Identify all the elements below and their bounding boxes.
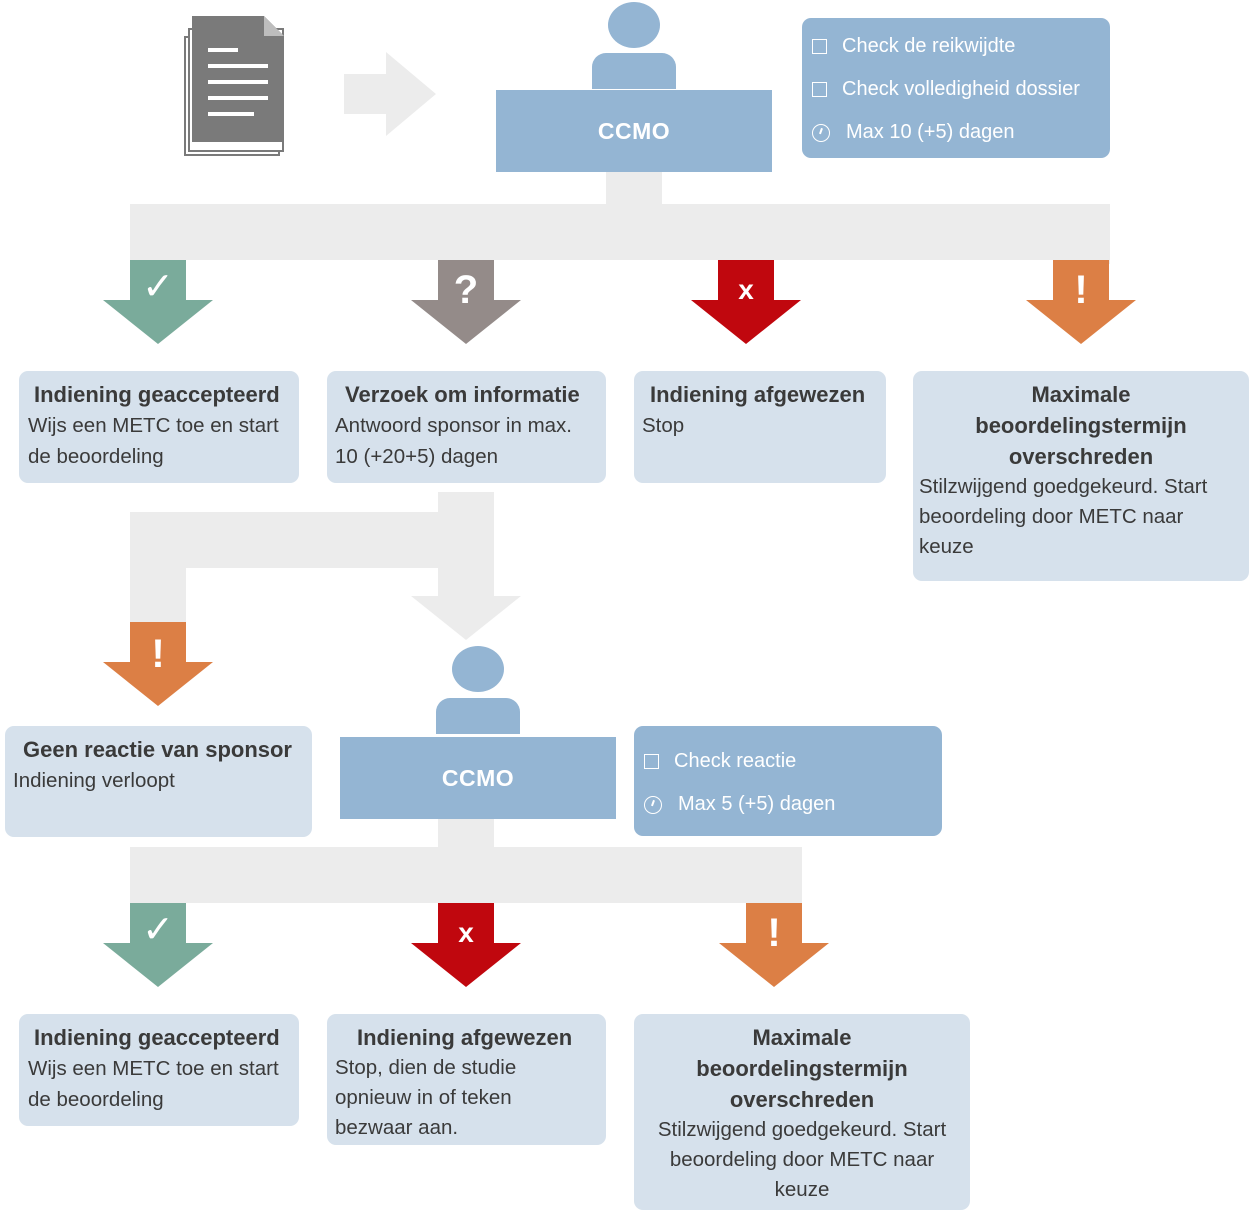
outcome-no-response-box: Geen reactie van sponsor Indiening verlo… (5, 726, 312, 837)
outcome-accepted-box: Indiening geaccepteerd Wijs een METC toe… (19, 371, 299, 483)
ccmo-label: CCMO (441, 764, 515, 791)
outcome-body: Indiening verloopt (13, 769, 175, 792)
person-body-icon (436, 698, 520, 734)
outcome-title: Indiening geaccepteerd (34, 1025, 280, 1050)
clock-icon (812, 123, 830, 142)
connector (606, 172, 662, 206)
check-item-label: Check reactie (674, 750, 797, 772)
check-item-label: Max 10 (+5) dagen (846, 121, 1015, 143)
check-item-label: Check volledigheid dossier (842, 78, 1080, 100)
cross-icon: x (458, 917, 474, 948)
check-item: Check volledigheid dossier (812, 78, 1080, 101)
clock-icon (644, 795, 662, 814)
down-arrow-icon (411, 596, 521, 640)
warning-arrow-icon (1026, 260, 1136, 344)
checkbox-icon (644, 754, 659, 769)
question-icon: ? (453, 268, 479, 312)
checkbox-icon (812, 39, 827, 54)
exclamation-icon: ! (151, 632, 165, 676)
check-item-label: Check de reikwijdte (842, 35, 1016, 57)
person-head-icon (608, 2, 660, 48)
outcome-body: Antwoord sponsor in max. 10 (+20+5) dage… (335, 414, 573, 468)
document-stack-icon (180, 12, 290, 160)
outcome-title: Maximale beoordelingstermijn overschrede… (696, 1025, 908, 1112)
rejected-arrow-icon (691, 260, 801, 344)
accepted-arrow-icon (103, 260, 213, 344)
exclamation-icon: ! (1074, 268, 1088, 312)
outcome-title: Verzoek om informatie (345, 382, 580, 407)
exclamation-icon: ! (767, 911, 781, 955)
question-arrow-icon (411, 260, 521, 344)
connector (130, 204, 1110, 260)
connector (130, 512, 186, 624)
outcome-body: Stilzwijgend goedgekeurd. Start beoordel… (919, 475, 1208, 558)
connector (130, 880, 186, 906)
person-body-icon (592, 53, 676, 89)
connector (438, 819, 494, 849)
check-item: Max 10 (+5) dagen (812, 121, 1014, 144)
check-item: Check de reikwijdte (812, 35, 1015, 58)
outcome-body: Stop (642, 414, 685, 437)
outcome-rejected-box: Indiening afgewezen Stop, dien de studie… (327, 1014, 606, 1145)
outcome-rejected-box: Indiening afgewezen Stop (634, 371, 886, 483)
outcome-body: Stilzwijgend goedgekeurd. Start beoordel… (657, 1118, 947, 1201)
person-head-icon (452, 646, 504, 692)
connector (130, 512, 494, 568)
outcome-body: Wijs een METC toe en start de beoordelin… (28, 1057, 279, 1111)
check-item: Check reactie (644, 750, 796, 773)
check-panel: Check de reikwijdte Check volledigheid d… (802, 18, 1110, 158)
rejected-arrow-icon (411, 903, 521, 987)
connector (438, 880, 494, 906)
outcome-title: Geen reactie van sponsor (23, 737, 292, 762)
outcome-info-request-box: Verzoek om informatie Antwoord sponsor i… (327, 371, 606, 483)
check-item: Max 5 (+5) dagen (644, 793, 835, 816)
outcome-body: Wijs een METC toe en start de beoordelin… (28, 414, 279, 468)
ccmo-box: CCMO (496, 90, 772, 172)
checkmark-icon: ✓ (142, 266, 174, 308)
outcome-timeout-box: Maximale beoordelingstermijn overschrede… (913, 371, 1249, 581)
warning-arrow-icon (719, 903, 829, 987)
accepted-arrow-icon (103, 903, 213, 987)
connector (746, 880, 802, 906)
right-arrow-icon (344, 52, 436, 136)
ccmo-label: CCMO (597, 117, 671, 144)
outcome-timeout-box: Maximale beoordelingstermijn overschrede… (634, 1014, 970, 1210)
outcome-title: Maximale beoordelingstermijn overschrede… (975, 382, 1187, 469)
outcome-title: Indiening afgewezen (357, 1025, 573, 1050)
checkmark-icon: ✓ (142, 909, 174, 951)
ccmo-box: CCMO (340, 737, 616, 819)
check-panel: Check reactie Max 5 (+5) dagen (634, 726, 942, 836)
warning-arrow-icon (103, 622, 213, 706)
outcome-title: Indiening geaccepteerd (34, 382, 280, 407)
cross-icon: x (738, 274, 754, 305)
outcome-body: Stop, dien de studie opnieuw in of teken… (335, 1056, 517, 1139)
check-item-label: Max 5 (+5) dagen (678, 793, 836, 815)
checkbox-icon (812, 82, 827, 97)
outcome-accepted-box: Indiening geaccepteerd Wijs een METC toe… (19, 1014, 299, 1126)
outcome-title: Indiening afgewezen (650, 382, 866, 407)
